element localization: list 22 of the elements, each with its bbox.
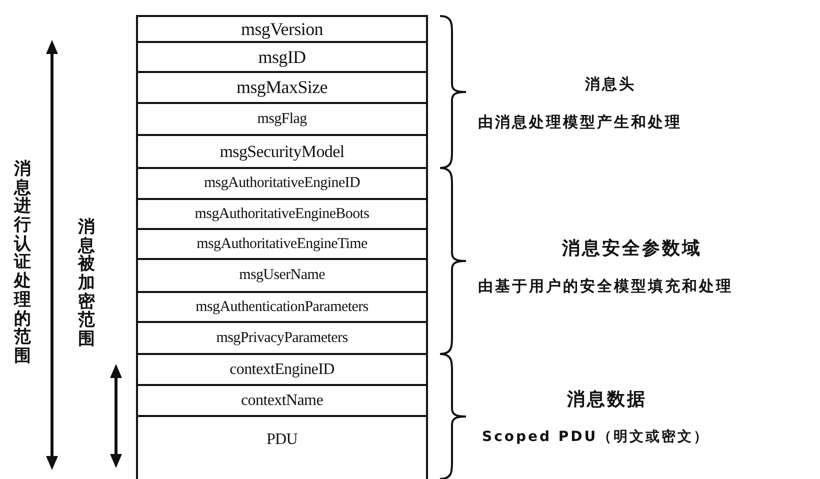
field-row: msgFlag <box>136 102 428 136</box>
field-row: msgAuthoritativeEngineTime <box>136 228 428 260</box>
field-row: msgMaxSize <box>136 71 428 104</box>
field-row: msgAuthenticationParameters <box>136 291 428 323</box>
field-row: PDU <box>136 415 428 479</box>
field-row: contextName <box>136 384 428 417</box>
range-label: 消息进行认证处理的范围 <box>14 160 31 366</box>
section-note: Scoped PDU（明文或密文） <box>482 428 710 446</box>
section-note: 由基于用户的安全模型填充和处理 <box>478 277 733 296</box>
field-row: contextEngineID <box>136 353 428 386</box>
section-note: 由消息处理模型产生和处理 <box>478 113 682 132</box>
range-label: 消息被加密范围 <box>78 218 95 349</box>
field-row: msgID <box>136 41 428 73</box>
section-title: 消息安全参数域 <box>562 237 702 260</box>
section-title: 消息头 <box>585 75 636 94</box>
section-title: 消息数据 <box>567 388 647 411</box>
field-row: msgVersion <box>136 15 428 43</box>
field-row: msgPrivacyParameters <box>136 321 428 355</box>
field-row: msgUserName <box>136 258 428 293</box>
field-row: msgAuthoritativeEngineBoots <box>136 198 428 230</box>
field-row: msgSecurityModel <box>136 134 428 169</box>
field-row: msgAuthoritativeEngineID <box>136 167 428 200</box>
